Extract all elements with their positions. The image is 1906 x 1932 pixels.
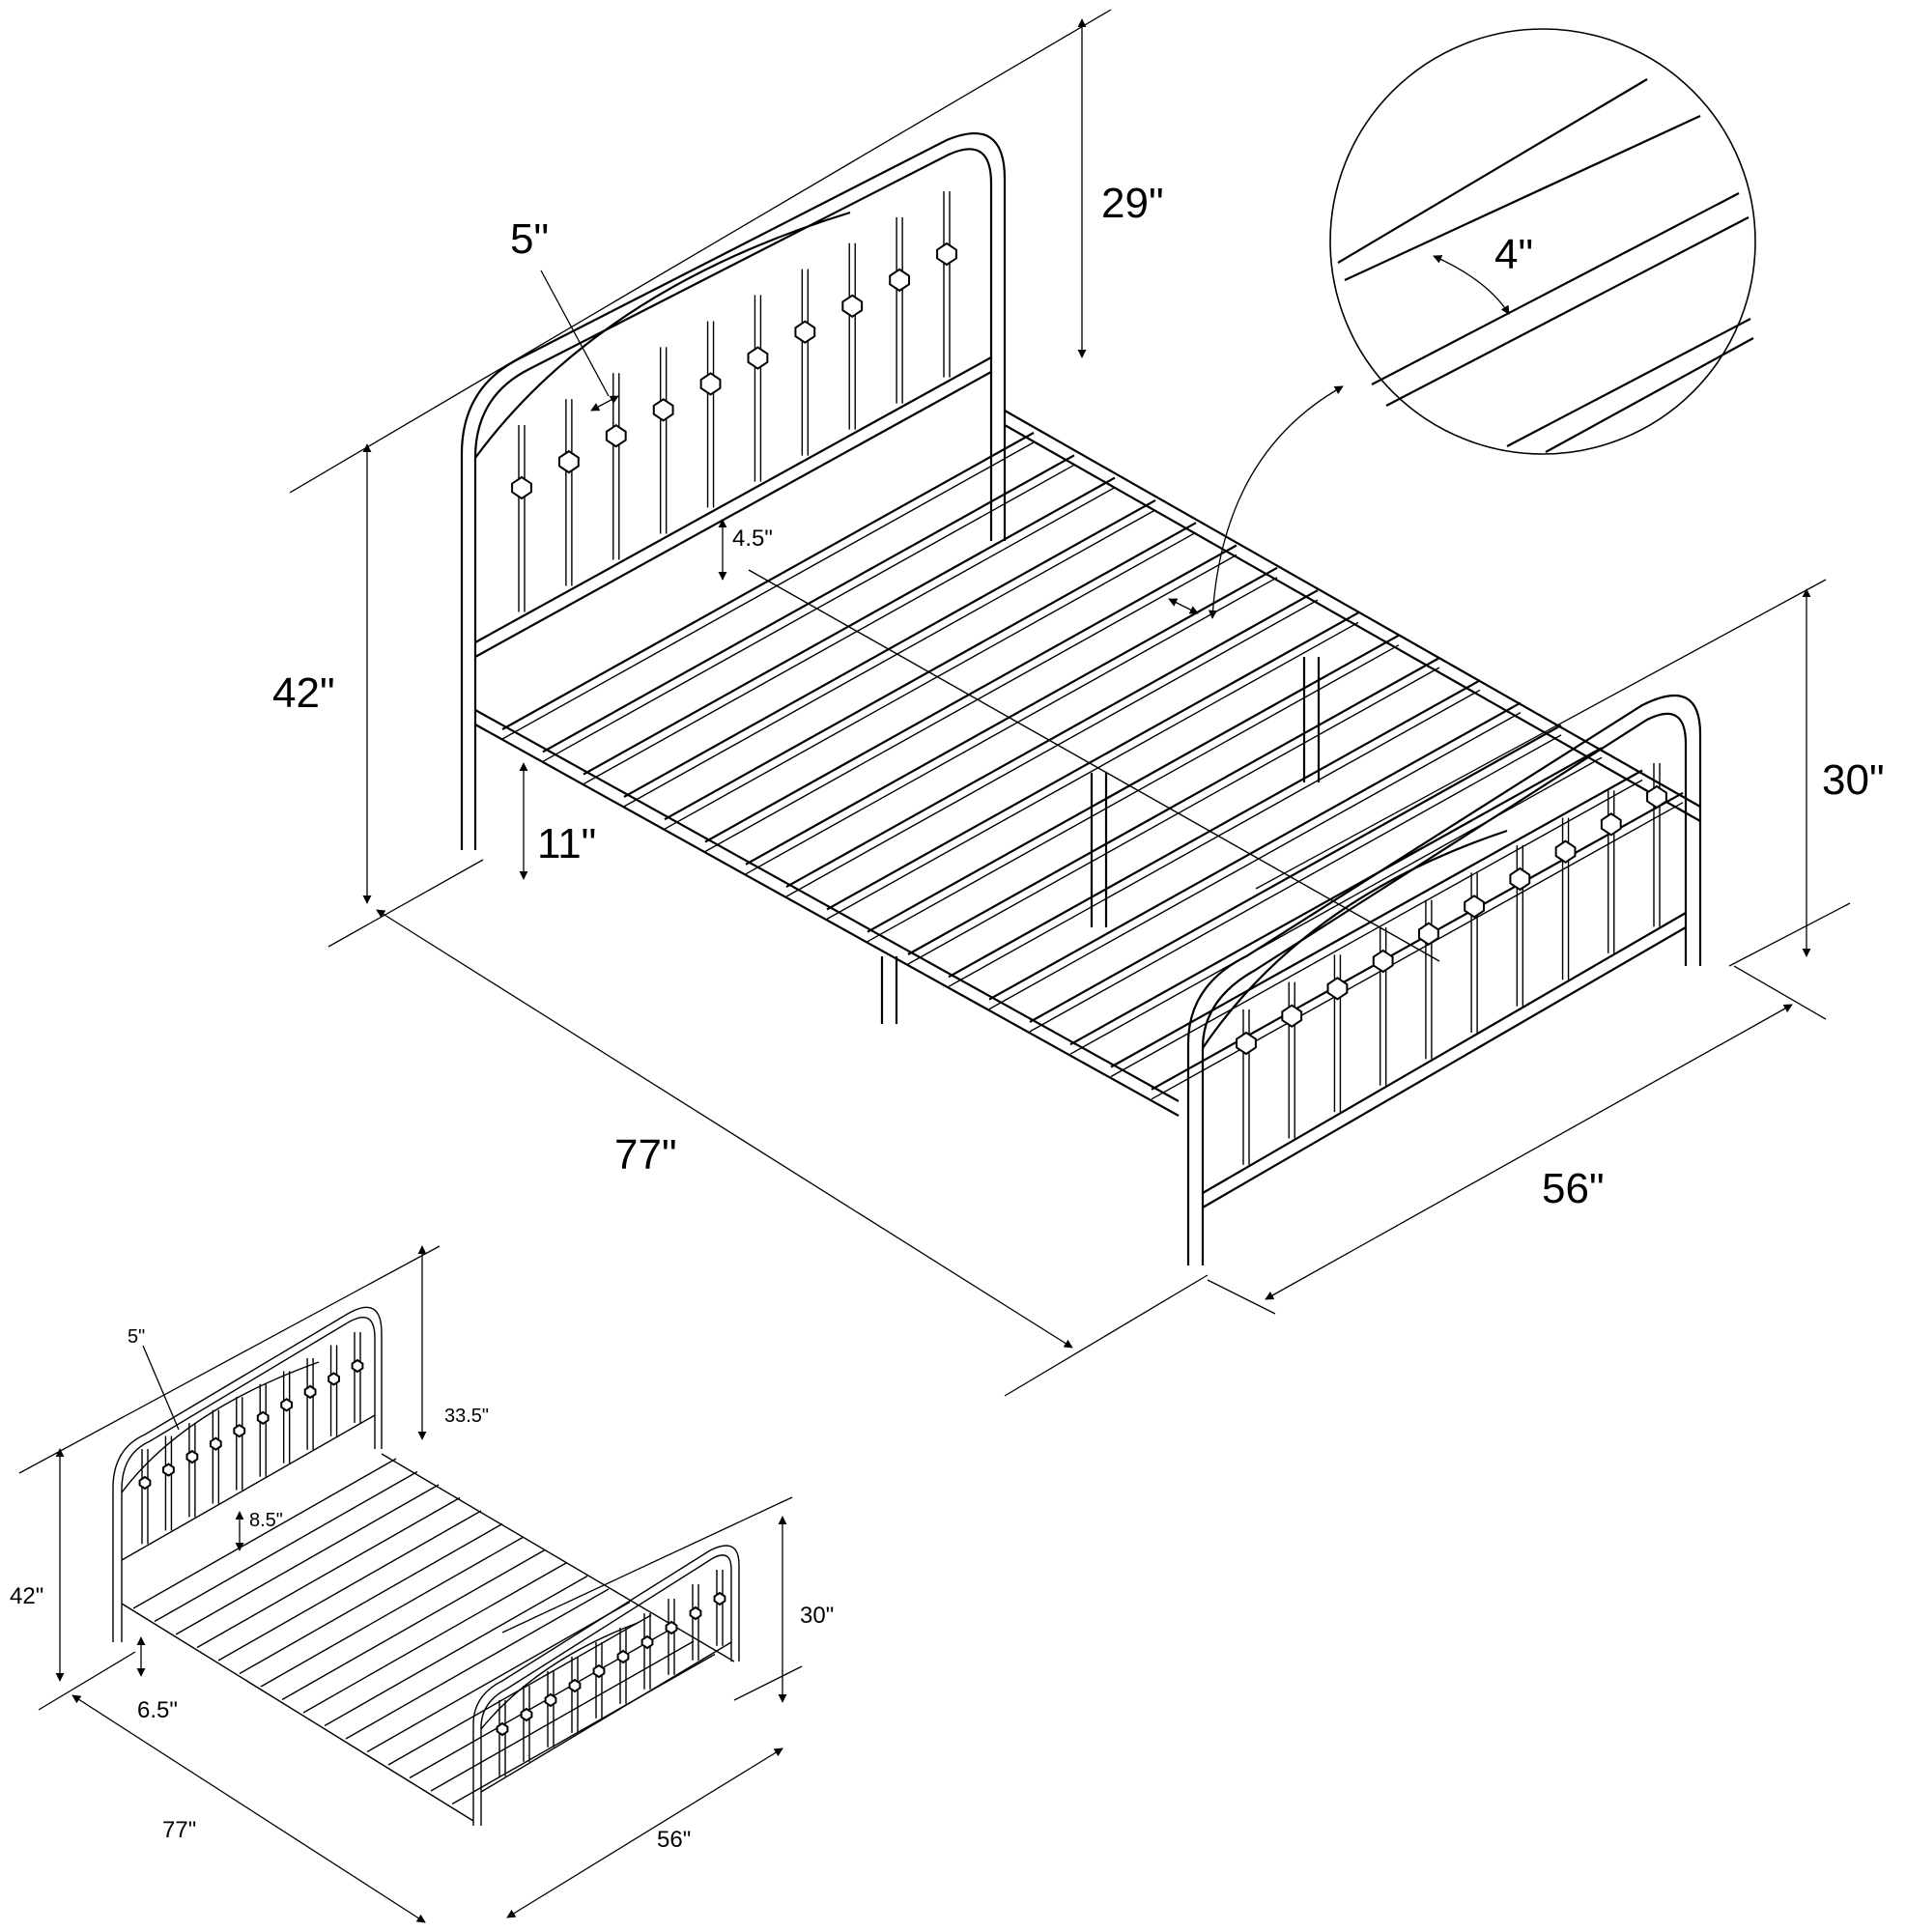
side-rail-right xyxy=(1004,410,1701,808)
small-clearance-label: 6.5" xyxy=(137,1697,178,1723)
small-footboard-height-label: 30" xyxy=(800,1603,834,1629)
footboard-frame xyxy=(1186,694,1702,1265)
large-spindle-gap-label: 5" xyxy=(510,215,549,263)
large-length-label: 77" xyxy=(614,1131,677,1179)
large-headboard-above-rail-label: 29" xyxy=(1101,180,1164,227)
large-rail-to-slats-label: 4.5" xyxy=(732,526,773,552)
slat-detail-callout xyxy=(1329,28,1756,455)
large-width-label: 56" xyxy=(1542,1165,1605,1212)
large-dimension-lines xyxy=(289,9,1851,1397)
large-bed-drawing xyxy=(460,131,1702,1265)
headboard-spindles xyxy=(511,191,957,612)
small-bed-drawing xyxy=(112,1306,740,1826)
small-length-label: 77" xyxy=(162,1817,196,1843)
small-footboard-spindles xyxy=(496,1570,726,1776)
headboard-arc xyxy=(474,211,851,459)
large-slat-gap-label: 4" xyxy=(1494,231,1533,278)
small-bed-slats xyxy=(132,1458,716,1805)
small-width-label: 56" xyxy=(657,1827,691,1853)
small-dimension-lines xyxy=(18,1245,803,1923)
small-headboard-height-label: 42" xyxy=(10,1583,43,1609)
headboard-frame xyxy=(460,131,1007,850)
small-headboard-spindles xyxy=(138,1332,364,1545)
bed-slats xyxy=(501,432,1684,1100)
large-headboard-height-label: 42" xyxy=(272,669,335,717)
large-clearance-label: 11" xyxy=(537,820,596,867)
footboard-arc xyxy=(1202,829,1508,1049)
center-rail xyxy=(748,569,1440,962)
small-rail-to-slats-label: 8.5" xyxy=(249,1510,283,1531)
footboard-spindles xyxy=(1236,763,1667,1165)
large-footboard-height-label: 30" xyxy=(1822,756,1885,804)
small-spindle-gap-label: 5" xyxy=(128,1326,145,1348)
small-headboard-above-rail-label: 33.5" xyxy=(444,1406,489,1427)
